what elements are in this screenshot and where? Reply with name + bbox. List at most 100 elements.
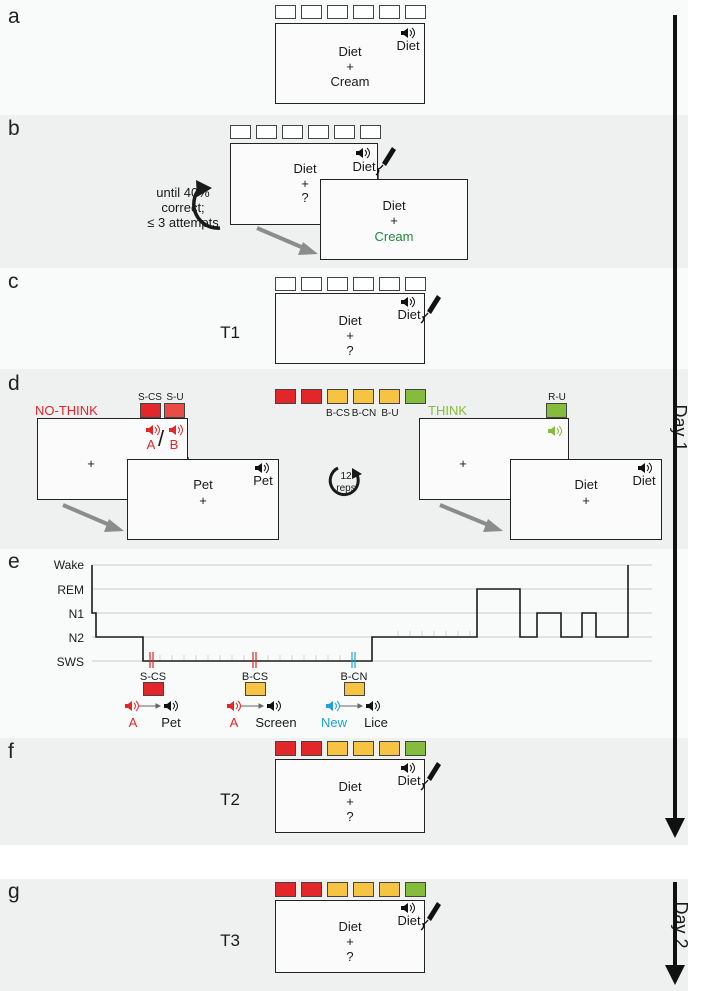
slot: [327, 5, 348, 19]
audio-word: Pet: [253, 473, 273, 488]
audio-word: Diet: [397, 773, 421, 788]
speaker-icon: [401, 762, 415, 774]
cue-word: Screen: [255, 715, 297, 730]
microphone-icon: [420, 762, 441, 791]
card-word: Diet: [382, 198, 406, 213]
audio-word: Diet: [397, 307, 421, 322]
cond-box-yellow: [353, 741, 374, 756]
cond-box-yellow: [379, 882, 400, 897]
cond-box-yellow: [353, 882, 374, 897]
card-word: Pet: [193, 477, 213, 492]
card-word: Diet: [338, 313, 362, 328]
cue-word: Pet: [161, 715, 181, 730]
card-plus: +: [346, 59, 354, 74]
speaker-icon: [267, 700, 281, 712]
cue-label-s-cs: S-CS: [139, 671, 167, 683]
cond-box-green: [405, 741, 426, 756]
card-target-feedback: Cream: [374, 229, 414, 244]
cond-box-red: [301, 741, 322, 756]
panel-label-c: c: [8, 270, 19, 293]
speaker-icon: [638, 462, 652, 474]
nothink-label: NO-THINK: [35, 403, 98, 418]
slot: [379, 277, 400, 291]
cond-label-s-u: S-U: [166, 392, 184, 403]
panel-label-e: e: [8, 550, 20, 573]
hypnogram-tick-marks: [159, 631, 471, 661]
audio-word: Diet: [397, 913, 421, 928]
cue-sound-new: New: [320, 715, 347, 730]
audio-word: Diet: [632, 473, 656, 488]
cue-marker-s-cs: [149, 652, 154, 668]
nothink-word-card: [127, 459, 279, 540]
speaker-icon: [401, 902, 415, 914]
cue-label-b-cn: B-CN: [340, 671, 368, 683]
slot: [405, 277, 426, 291]
slot: [301, 5, 322, 19]
cue-label-b-cs: B-CS: [241, 671, 269, 683]
stage-label-sws: SWS: [56, 655, 84, 669]
test-label-t3: T3: [220, 931, 240, 950]
slot: [360, 125, 381, 139]
card-question: ?: [346, 949, 354, 964]
fixation-cross: +: [87, 456, 95, 471]
cond-box-yellow: [327, 882, 348, 897]
cue-box-s-cs: [143, 682, 164, 696]
audio-word: Diet: [396, 38, 420, 53]
cond-box-red: [301, 882, 322, 897]
microphone-icon: [375, 147, 396, 176]
card-question: ?: [301, 190, 309, 205]
cue-box-b-cn: [344, 682, 365, 696]
slot: [405, 5, 426, 19]
cond-box-yellow-1: [327, 389, 348, 404]
speaker-icon: [366, 700, 380, 712]
slot: [379, 5, 400, 19]
microphone-icon: [420, 902, 441, 931]
test-label-t2: T2: [220, 790, 240, 809]
test-card-f: [275, 759, 425, 833]
reps-number: 12: [340, 471, 352, 482]
card-word: Diet: [338, 44, 362, 59]
slot: [301, 277, 322, 291]
slash: /: [157, 426, 165, 451]
cond-box-yellow-2: [353, 389, 374, 404]
stage-label-n2: N2: [68, 631, 84, 645]
timeline-arrow-icon: [665, 15, 685, 985]
slot: [256, 125, 277, 139]
sound-a-label: A: [146, 437, 156, 452]
study-card-a: [275, 23, 425, 104]
card-word: Diet: [338, 919, 362, 934]
panel-label-d: d: [8, 372, 20, 395]
hypnogram-trace: [91, 565, 629, 662]
cue-marker-b-cn: [351, 652, 356, 668]
speaker-icon-red: [227, 700, 241, 712]
cue-box-b-cs: [245, 682, 266, 696]
card-plus: +: [199, 493, 207, 508]
card-plus: +: [346, 794, 354, 809]
reps-word: reps: [336, 483, 356, 494]
slot: [334, 125, 355, 139]
panel-label-f: f: [8, 740, 14, 763]
cond-label-r-u: R-U: [548, 392, 566, 403]
speaker-icon: [401, 27, 415, 39]
card-word: Diet: [574, 477, 598, 492]
cond-label-s-cs: S-CS: [138, 392, 162, 403]
slot: [327, 277, 348, 291]
think-word-card: [510, 459, 662, 540]
stage-label-wake: Wake: [53, 558, 84, 572]
card-word: Diet: [338, 779, 362, 794]
slot: [230, 125, 251, 139]
cue-word: Lice: [364, 715, 388, 730]
panel-label-b: b: [8, 117, 20, 140]
sound-b-label: B: [169, 437, 179, 452]
stage-label-n1: N1: [68, 607, 84, 621]
slot: [275, 5, 296, 19]
card-question: ?: [346, 809, 354, 824]
cond-box-yellow: [379, 741, 400, 756]
cond-box-yellow: [327, 741, 348, 756]
speaker-icon-green: [548, 425, 562, 437]
cond-label-b-cn: B-CN: [351, 408, 377, 419]
audio-word: Diet: [352, 159, 376, 174]
slot: [353, 5, 374, 19]
cond-box-s-u: [164, 403, 185, 418]
